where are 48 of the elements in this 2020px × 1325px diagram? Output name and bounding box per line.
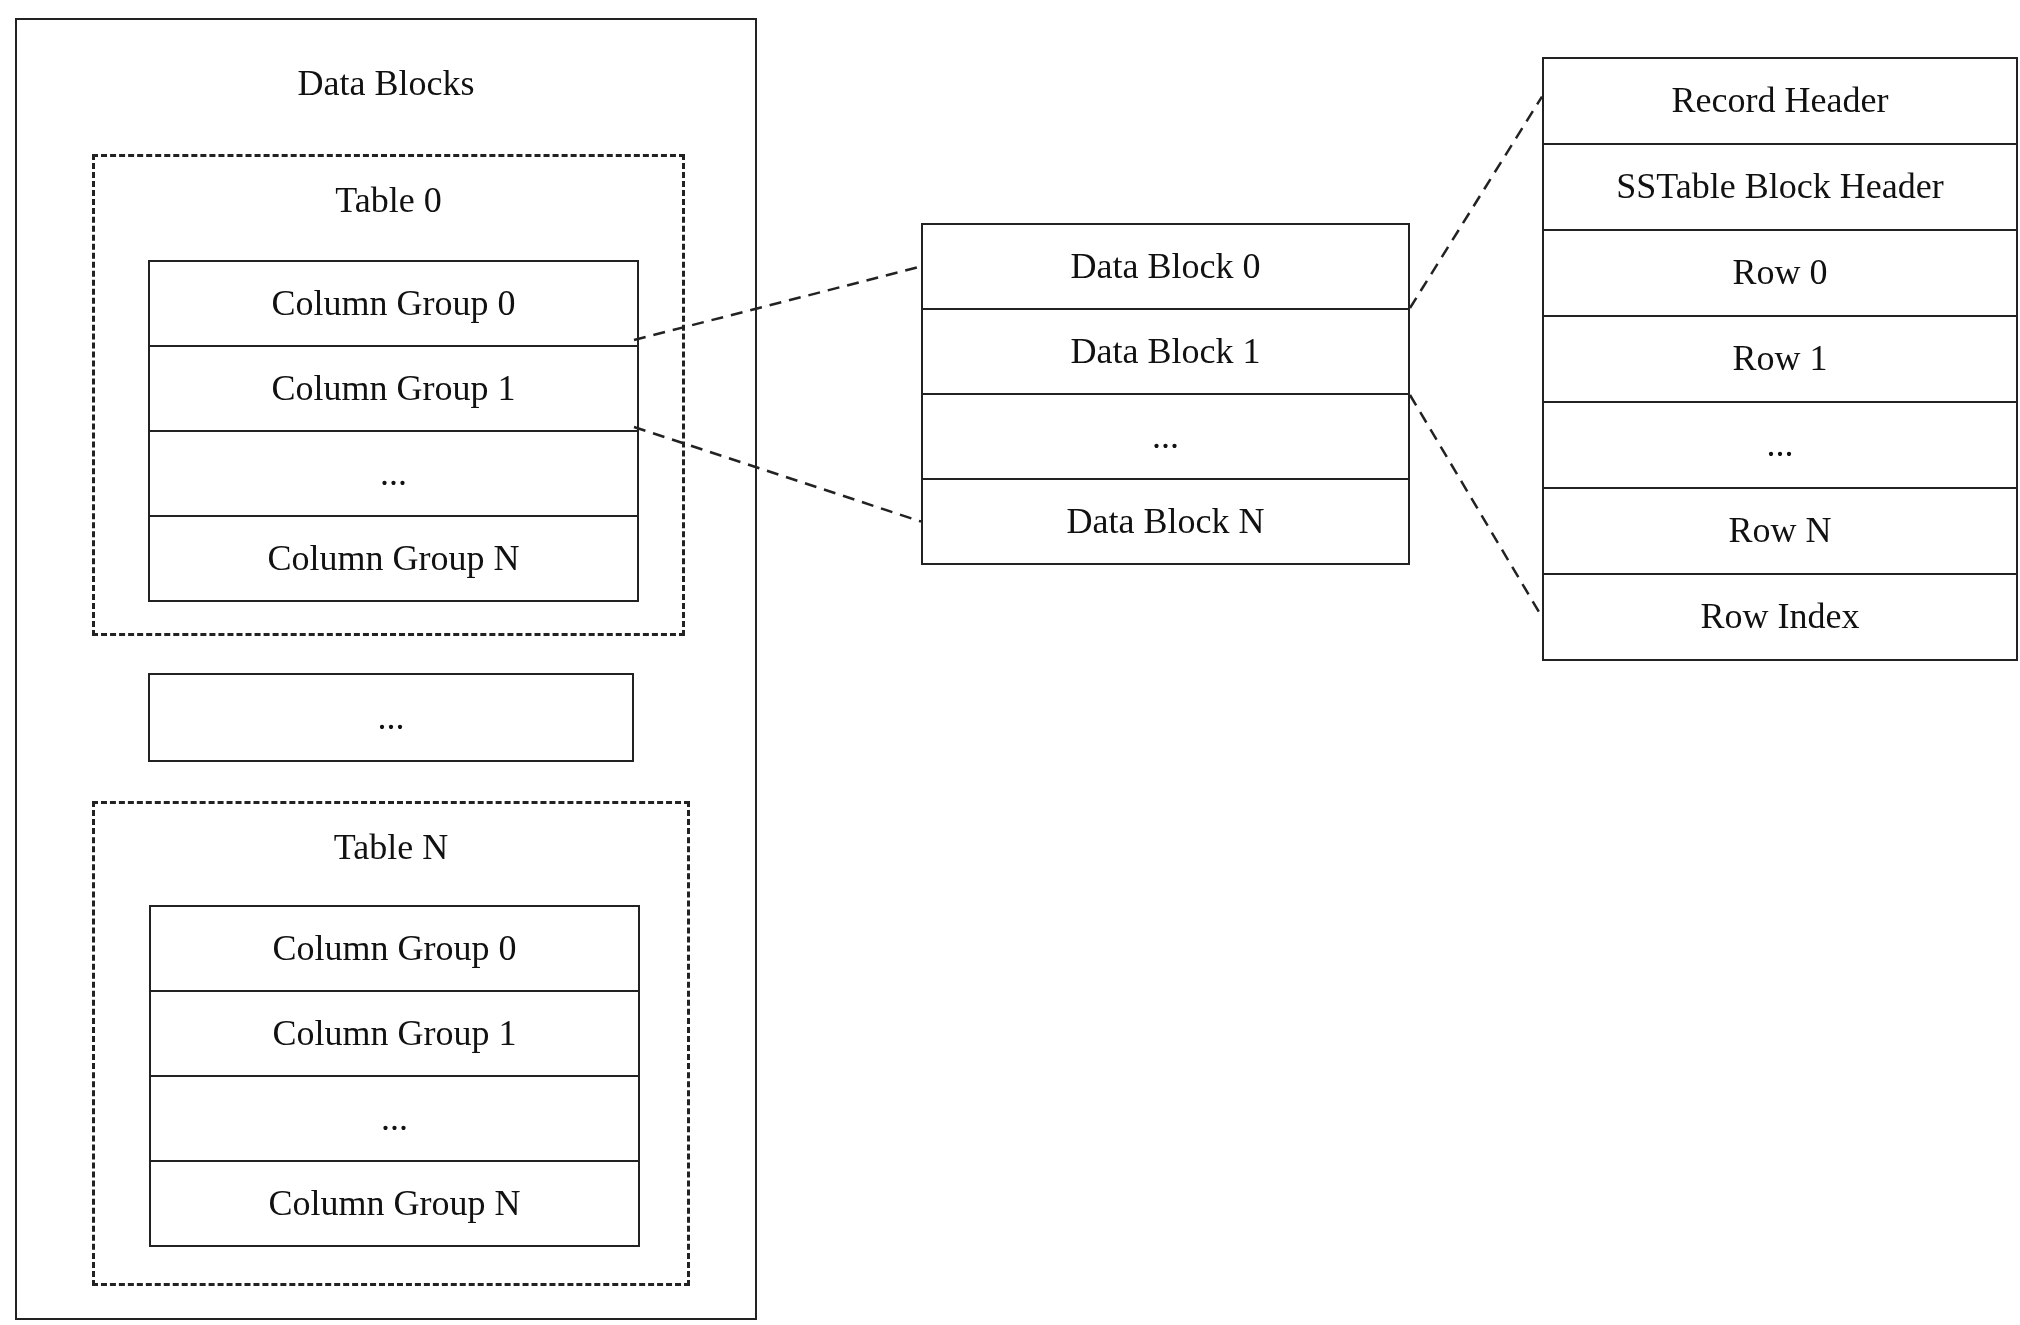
row-label: ... (377, 697, 405, 738)
row-label: Column Group N (267, 538, 520, 579)
table-row (1542, 315, 2018, 403)
row-label: Column Group 0 (271, 283, 516, 324)
row-label: Column Group 1 (272, 1013, 517, 1054)
row-label: Data Block 1 (1070, 331, 1261, 372)
table-row (1542, 401, 2018, 489)
row-label: SSTable Block Header (1616, 167, 1944, 207)
row-label: ... (381, 1098, 408, 1139)
container-box (15, 18, 757, 1320)
row-label: Record Header (1671, 81, 1889, 121)
table-row (148, 673, 634, 762)
table-row (149, 905, 640, 992)
table-row (148, 430, 639, 517)
row-label: ... (1766, 425, 1794, 465)
table-row (921, 393, 1410, 480)
row-label: Row Index (1700, 597, 1860, 637)
table-row (148, 515, 639, 602)
dashed-group-box (92, 801, 690, 1286)
group-title: Table N (333, 828, 449, 868)
row-label: ... (380, 453, 407, 494)
table-row (149, 1075, 640, 1162)
box-title: Data Blocks (297, 64, 475, 104)
table-row (1542, 229, 2018, 317)
table-row (1542, 573, 2018, 661)
dashed-group-box (92, 154, 685, 636)
row-label: Row 0 (1732, 253, 1828, 293)
row-label: Row N (1728, 511, 1832, 551)
group-title: Table 0 (335, 181, 442, 221)
table-row (1542, 143, 2018, 231)
row-label: Data Block 0 (1070, 246, 1261, 287)
table-row (921, 223, 1410, 310)
table-row (921, 308, 1410, 395)
row-label: Column Group N (268, 1183, 521, 1224)
table-row (1542, 487, 2018, 575)
row-label: ... (1152, 416, 1179, 457)
dashed-connector (1408, 95, 1544, 309)
row-label: Column Group 1 (271, 368, 516, 409)
row-label: Data Block N (1066, 501, 1265, 542)
table-row (148, 345, 639, 432)
row-label: Column Group 0 (272, 928, 517, 969)
table-row (921, 478, 1410, 565)
table-row (149, 1160, 640, 1247)
table-row (148, 260, 639, 347)
dashed-connector (633, 425, 922, 523)
table-row (149, 990, 640, 1077)
row-label: Row 1 (1732, 339, 1828, 379)
table-row (1542, 57, 2018, 145)
